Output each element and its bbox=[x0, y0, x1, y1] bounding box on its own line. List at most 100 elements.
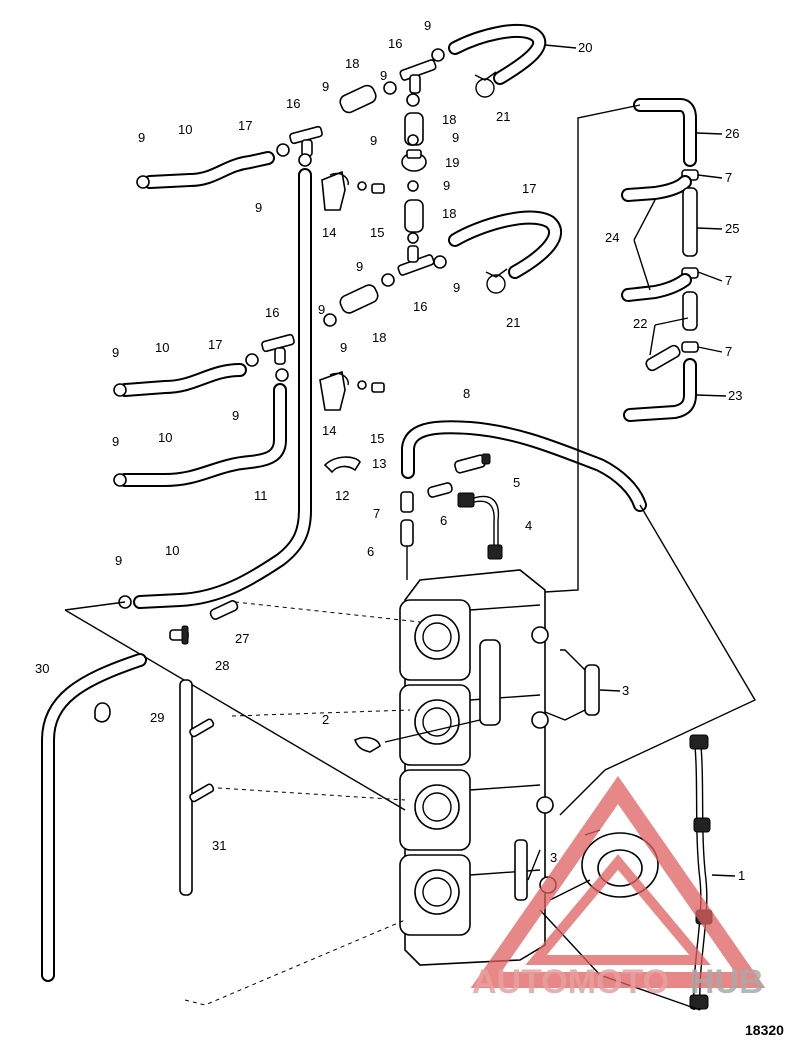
callout-9-n: 9 bbox=[232, 408, 239, 423]
line-26-carb bbox=[544, 104, 641, 593]
callout-12: 12 bbox=[335, 488, 349, 503]
callout-6-lower: 6 bbox=[367, 544, 374, 559]
elbow-17-center bbox=[448, 210, 562, 279]
callout-16-a: 16 bbox=[286, 96, 300, 111]
callout-7-r1: 7 bbox=[725, 170, 732, 185]
hose-27 bbox=[209, 600, 239, 620]
carb-throat-2 bbox=[399, 684, 471, 766]
harness-4 bbox=[457, 492, 503, 560]
callout-9-k: 9 bbox=[340, 340, 347, 355]
callout-7-r2: 7 bbox=[725, 273, 732, 288]
callout-9-d: 9 bbox=[380, 68, 387, 83]
elbow-24-upper bbox=[621, 175, 692, 202]
callout-18-c: 18 bbox=[442, 206, 456, 221]
hose-6-upper bbox=[427, 482, 453, 498]
callout-9-o: 9 bbox=[112, 434, 119, 449]
callout-29: 29 bbox=[150, 710, 164, 725]
callout-21-upper: 21 bbox=[496, 109, 510, 124]
clip-13 bbox=[323, 456, 361, 474]
check-valve-19 bbox=[401, 149, 427, 172]
elbow-23 bbox=[623, 358, 697, 422]
hose-22-upper bbox=[682, 291, 698, 331]
hose-6-lower bbox=[400, 519, 414, 547]
callout-9-i: 9 bbox=[356, 259, 363, 274]
clip-21-lower bbox=[485, 268, 508, 294]
callout-16-c: 16 bbox=[413, 299, 427, 314]
tube-31 bbox=[179, 679, 215, 896]
bracket-14-upper bbox=[321, 170, 349, 211]
carburetor-assembly bbox=[399, 569, 557, 966]
callout-16-d: 16 bbox=[265, 305, 279, 320]
callout-15-upper: 15 bbox=[370, 225, 384, 240]
callout-9-l: 9 bbox=[318, 302, 325, 317]
callout-9-m: 9 bbox=[112, 345, 119, 360]
callout-10-d: 10 bbox=[165, 543, 179, 558]
tee-16-top bbox=[399, 59, 437, 94]
watermark-text-auto: AUTOMOTO bbox=[472, 963, 669, 1001]
screw-15-upper bbox=[357, 181, 385, 194]
callout-30: 30 bbox=[35, 661, 49, 676]
watermark-text-hub: HUB bbox=[690, 963, 764, 1001]
clamp-29 bbox=[94, 702, 111, 723]
leader-lines bbox=[544, 44, 736, 877]
callout-14-lower: 14 bbox=[322, 423, 336, 438]
callout-27: 27 bbox=[235, 631, 249, 646]
callout-8: 8 bbox=[463, 386, 470, 401]
bracket-14-lower bbox=[319, 370, 349, 411]
line-2 bbox=[384, 719, 481, 743]
callout-9-p: 9 bbox=[115, 553, 122, 568]
tee-16-center bbox=[397, 245, 435, 276]
tube-11 bbox=[113, 383, 287, 487]
callout-22: 22 bbox=[633, 316, 647, 331]
elbow-20 bbox=[448, 23, 547, 85]
callout-17-a: 17 bbox=[238, 118, 252, 133]
hose-3-lower bbox=[527, 849, 541, 881]
callout-18-a: 18 bbox=[345, 56, 359, 71]
tee-16-mid-left bbox=[261, 333, 295, 365]
line-left-assembly bbox=[64, 601, 406, 811]
dash-1 bbox=[234, 601, 421, 623]
callout-18-d: 18 bbox=[372, 330, 386, 345]
callout-28: 28 bbox=[215, 658, 229, 673]
callout-21-lower: 21 bbox=[506, 315, 520, 330]
tube-upper-left-10-17 bbox=[136, 151, 275, 189]
fitting-5 bbox=[454, 453, 491, 474]
callout-18-b: 18 bbox=[442, 112, 456, 127]
callout-26: 26 bbox=[725, 126, 739, 141]
carb-throat-3 bbox=[399, 769, 471, 851]
callout-9-b: 9 bbox=[255, 200, 262, 215]
callout-19: 19 bbox=[445, 155, 459, 170]
callout-17-c: 17 bbox=[208, 337, 222, 352]
callout-10-c: 10 bbox=[158, 430, 172, 445]
callout-7-center: 7 bbox=[373, 506, 380, 521]
callout-9-e: 9 bbox=[370, 133, 377, 148]
tee-16-upper-left bbox=[289, 125, 323, 157]
screw-15-lower bbox=[357, 380, 385, 393]
hose-25 bbox=[682, 187, 698, 257]
callout-11: 11 bbox=[254, 488, 268, 503]
callout-3-upper: 3 bbox=[622, 683, 629, 698]
dash-4 bbox=[184, 919, 406, 1006]
hose-22-lower bbox=[645, 344, 681, 372]
callout-5: 5 bbox=[513, 475, 520, 490]
callout-2: 2 bbox=[322, 712, 329, 727]
callout-13: 13 bbox=[372, 456, 386, 471]
elbow-26 bbox=[633, 98, 697, 167]
callout-9-g: 9 bbox=[452, 130, 459, 145]
dash-2 bbox=[231, 709, 411, 717]
tube-mid-left-10-17 bbox=[113, 363, 247, 397]
callout-15-lower: 15 bbox=[370, 431, 384, 446]
callout-9-h: 9 bbox=[443, 178, 450, 193]
clip-21-upper bbox=[474, 71, 497, 98]
callout-23: 23 bbox=[728, 388, 742, 403]
carb-throat-1 bbox=[399, 599, 471, 681]
callout-25: 25 bbox=[725, 221, 739, 236]
callout-9-a: 9 bbox=[138, 130, 145, 145]
callout-14-upper: 14 bbox=[322, 225, 336, 240]
hose-3-upper bbox=[544, 649, 600, 721]
hose-18-upper bbox=[339, 84, 377, 114]
fitting-28 bbox=[169, 625, 189, 645]
callout-16-b: 16 bbox=[388, 36, 402, 51]
